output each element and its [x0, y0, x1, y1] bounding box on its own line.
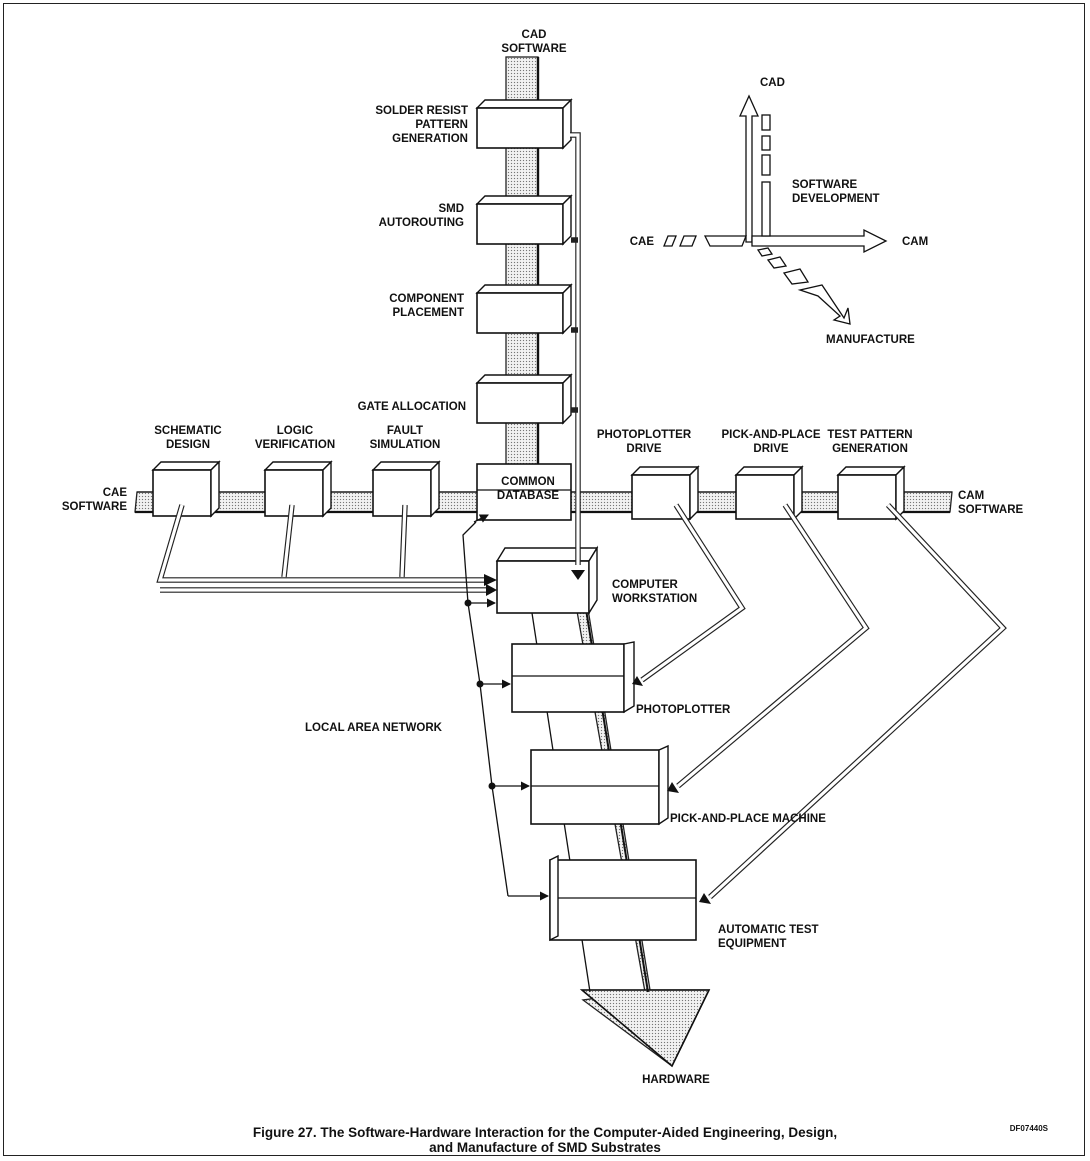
local-area-network-label: LOCAL AREA NETWORK	[305, 722, 443, 734]
legend-cad-label: CAD	[760, 77, 785, 89]
cae-feedback-pipes	[156, 504, 497, 596]
photoplotter-label: PHOTOPLOTTER	[636, 704, 731, 716]
box-photoplotter	[511, 641, 635, 714]
figure-code: DF07440S	[1010, 1124, 1049, 1133]
box-schematic-design	[151, 460, 221, 518]
cae-module-boxes	[151, 460, 441, 518]
cad-feedback-arrowhead	[571, 570, 585, 580]
legend-manufacture-label: MANUFACTURE	[826, 334, 915, 346]
box-gate-allocation	[475, 373, 573, 425]
box-common-database	[476, 463, 572, 521]
gate-allocation-label: GATE ALLOCATION	[358, 401, 466, 413]
box-solder-resist	[475, 98, 573, 150]
box-component-placement	[475, 283, 573, 335]
box-fault-simulation	[371, 460, 441, 518]
pick-and-place-machine-label: PICK-AND-PLACE MACHINE	[670, 813, 826, 825]
box-logic-verification	[263, 460, 333, 518]
box-photoplotter-drive	[630, 465, 700, 521]
hardware-boxes	[495, 545, 697, 942]
figure-frame	[3, 3, 1085, 1156]
box-automatic-test-equipment	[549, 854, 697, 942]
box-smd-autorouting	[475, 194, 573, 246]
local-area-network	[462, 514, 549, 901]
legend-cae-label: CAE	[630, 236, 655, 248]
hardware-label: HARDWARE	[642, 1074, 710, 1086]
figure-caption: Figure 27. The Software-Hardware Interac…	[253, 1125, 837, 1155]
cam-to-hardware-pipes	[632, 503, 1007, 904]
box-test-pattern-generation	[836, 465, 906, 521]
legend-cam-label: CAM	[902, 236, 928, 248]
legend-axes	[663, 94, 888, 325]
box-computer-workstation	[495, 545, 599, 616]
cad-module-boxes	[475, 98, 573, 425]
cad-feedback-pipes	[570, 132, 585, 580]
cam-module-boxes	[630, 465, 906, 521]
box-pick-and-place-drive	[734, 465, 804, 521]
box-pick-and-place-machine	[530, 744, 669, 826]
